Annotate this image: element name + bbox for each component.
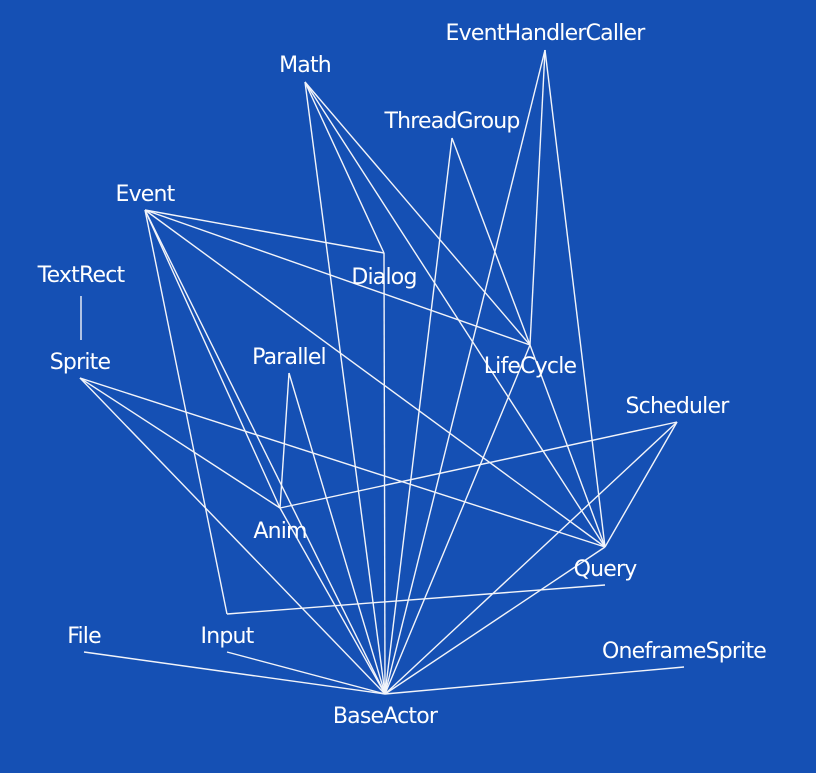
node-oneframesprite: OneframeSprite [602,639,766,664]
node-math: Math [279,53,331,78]
node-event: Event [115,182,175,207]
edge-threadgroup-lifecycle [451,137,531,346]
node-scheduler: Scheduler [626,394,731,419]
node-textrect: TextRect [37,263,126,288]
node-sprite: Sprite [50,350,111,375]
edge-layer [79,49,685,695]
label-layer: EventHandlerCaller Math ThreadGroup Even… [37,21,767,729]
edge-event-lifecycle [144,209,531,346]
node-threadgroup: ThreadGroup [383,109,519,134]
node-dialog: Dialog [351,265,416,290]
edge-math-query [304,81,606,548]
edge-eventhandlercaller-baseactor [384,49,546,695]
node-query: Query [574,557,638,582]
node-anim: Anim [253,519,306,544]
edge-scheduler-query [604,421,678,548]
edge-scheduler-anim [279,421,678,509]
edge-oneframesprite-baseactor [384,666,685,695]
edge-eventhandlercaller-lifecycle [529,49,546,346]
edge-event-baseactor [144,209,386,695]
edge-input-baseactor [226,651,386,695]
edge-parallel-anim [279,372,290,509]
edge-sprite-query [79,377,606,548]
edge-event-query [144,209,606,548]
edge-parallel-baseactor [288,372,386,695]
edge-lifecycle-query [529,344,606,548]
edge-query-baseactor [384,546,606,695]
edge-sprite-baseactor [79,377,386,695]
node-lifecycle: LifeCycle [484,354,577,379]
edge-eventhandlercaller-query [544,49,606,548]
node-baseactor: BaseActor [333,704,439,729]
node-file: File [67,624,101,649]
edge-scheduler-baseactor [384,421,678,695]
node-input: Input [201,624,255,649]
edge-event-dialog [144,209,385,254]
edge-dialog-baseactor [383,252,386,695]
edge-sprite-anim [79,377,281,509]
edge-anim-baseactor [279,507,386,695]
node-eventhandlercaller: EventHandlerCaller [446,21,647,46]
edge-lifecycle-baseactor [384,344,531,695]
node-parallel: Parallel [252,345,326,370]
edge-event-anim [144,209,281,509]
edge-file-baseactor [83,651,386,695]
edge-math-baseactor [304,81,386,695]
edge-math-dialog [304,81,385,254]
edge-math-lifecycle [304,81,531,346]
